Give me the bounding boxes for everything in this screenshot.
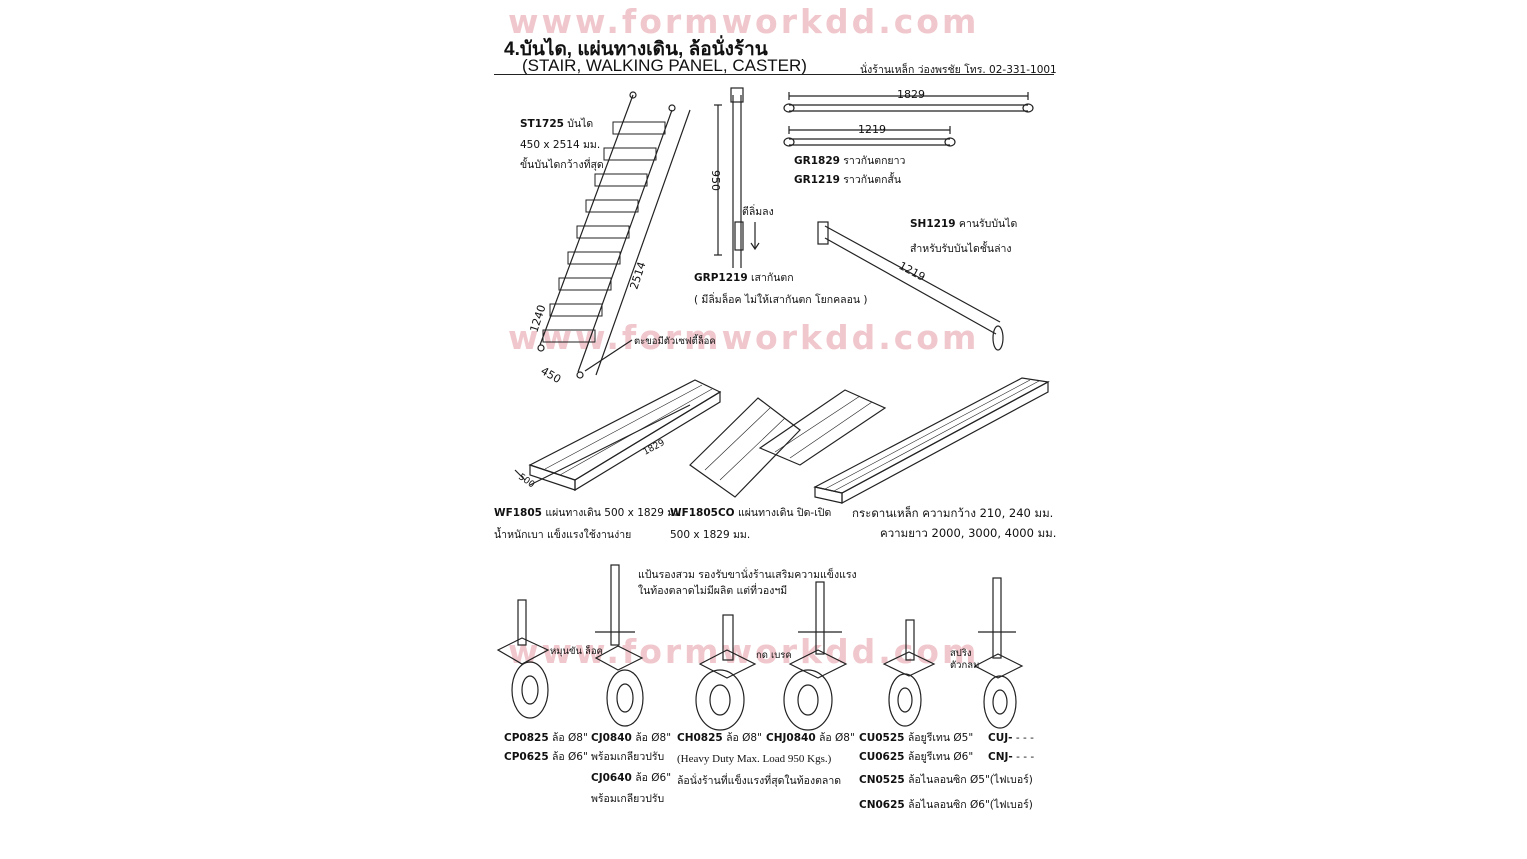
watermark-bottom: www.formworkdd.com <box>508 632 980 671</box>
caster-cj0640-desc: ล้อ Ø6" <box>635 772 672 784</box>
caster-cp0625-desc: ล้อ Ø6" <box>551 751 588 763</box>
caster-cu0625-code: CU0625 <box>859 751 905 763</box>
caster-ch0825: CH0825 ล้อ Ø8" <box>677 731 762 745</box>
caster-chj0840-desc: ล้อ Ø8" <box>818 732 855 744</box>
stair-code: ST1725 <box>520 118 564 130</box>
steel-plank-drawing <box>813 377 1050 505</box>
caster-note-line1: แป้นรองสวม รองรับขานั่งร้านเสริมความแข็ง… <box>638 569 857 581</box>
walk-panel-desc: แผ่นทางเดิน 500 x 1829 มม. <box>545 507 685 519</box>
caster-ch0825-code: CH0825 <box>677 732 723 744</box>
guardrail-long-name: ราวกันตกยาว <box>843 155 906 167</box>
stair-holder-code: SH1219 <box>910 218 956 230</box>
page-subtitle: (STAIR, WALKING PANEL, CASTER) <box>522 56 807 75</box>
walk-panel-open-drawing <box>689 389 887 498</box>
lock-callout: หมุนขัน ล็อค <box>550 646 603 657</box>
caster-cn0525-code: CN0525 <box>859 774 905 786</box>
contact-info: นั่งร้านเหล็ก ว่องพรชัย โทร. 02-331-1001 <box>860 64 1057 76</box>
stair-drawing <box>537 91 691 379</box>
walk-panel-width-dim: 500 <box>516 472 536 490</box>
stair-holder-label: SH1219 คานรับบันได <box>910 217 1017 231</box>
caster-cj0640-code: CJ0640 <box>591 772 632 784</box>
stair-note: ขั้นบันไดกว้างที่สุด <box>520 159 604 171</box>
caster-cu0525-code: CU0525 <box>859 732 905 744</box>
guardrail-long-label: GR1829 ราวกันตกยาว <box>794 154 905 168</box>
walk-panel-length-dim: 1829 <box>642 438 667 458</box>
caster-ch0825-note2: ล้อนั่งร้านที่แข็งแรงที่สุดในท้องตลาด <box>677 775 842 787</box>
caster-cp0825-code: CP0825 <box>504 732 549 744</box>
stair-label: ST1725 บันได <box>520 117 593 131</box>
walk-panel-code: WF1805 <box>494 507 542 519</box>
caster-cp0825-desc: ล้อ Ø8" <box>551 732 588 744</box>
caster-cuj-code: CUJ- <box>988 732 1013 744</box>
walk-panel-drawing <box>514 379 722 492</box>
caster-cn0525: CN0525 ล้อไนลอนซิก Ø5"(ไฟเบอร์) <box>859 773 1033 787</box>
stair-holder-name: คานรับบันได <box>958 218 1018 230</box>
post-name: เสากันตก <box>750 272 794 284</box>
caster-chj0840: CHJ0840 ล้อ Ø8" <box>766 731 855 745</box>
guardrail-drawing <box>783 92 1034 147</box>
stair-holder-drawing <box>817 221 1004 351</box>
walk-panel-co-label: WF1805CO แผ่นทางเดิน ปิด-เปิด <box>670 506 831 520</box>
caster-cuj: CUJ- - - - <box>988 731 1034 745</box>
caster-chj0840-code: CHJ0840 <box>766 732 816 744</box>
stair-size: 450 x 2514 มม. <box>520 139 601 151</box>
caster-cu0625: CU0625 ล้อยูรีเทน Ø6" <box>859 750 973 764</box>
walk-panel-label: WF1805 แผ่นทางเดิน 500 x 1829 มม. <box>494 506 684 520</box>
caster-cn0625-desc: ล้อไนลอนซิก Ø6"(ไฟเบอร์) <box>908 799 1033 811</box>
guardrail-short-label: GR1219 ราวกันตกสั้น <box>794 173 901 187</box>
post-dim: 950 <box>709 170 722 191</box>
stair-length-dim: 2514 <box>627 260 648 291</box>
caster-drawings <box>496 564 1024 731</box>
plank-length: ความยาว 2000, 3000, 4000 มม. <box>880 526 1057 540</box>
post-note: ( มีลิ่มล็อค ไม่ให้เสากันตก โยกคลอน ) <box>694 294 868 306</box>
caster-cp0625-code: CP0625 <box>504 751 549 763</box>
caster-cp0825: CP0825 ล้อ Ø8" <box>504 731 588 745</box>
stair-name: บันได <box>567 118 594 130</box>
caster-note-line2: ในท้องตลาดไม่มีผลิต แต่ที่วองฯมี <box>638 585 788 597</box>
stair-holder-note: สำหรับรับบันไดชั้นล่าง <box>910 243 1012 255</box>
guardrail-long-code: GR1829 <box>794 155 840 167</box>
caster-cj0840: CJ0840 ล้อ Ø8" <box>591 731 671 745</box>
post-wedge-note: ตีลิ่มลง <box>742 206 774 218</box>
guardrail-short-dim: 1219 <box>858 123 886 136</box>
guardrail-long-dim: 1829 <box>897 88 925 101</box>
caster-cn0525-desc: ล้อไนลอนซิก Ø5"(ไฟเบอร์) <box>908 774 1033 786</box>
caster-cnj-desc: - - - <box>1016 751 1035 763</box>
post-drawing <box>714 87 760 268</box>
page-title: 4.บันได, แผ่นทางเดิน, ล้อนั่งร้าน <box>504 39 768 60</box>
caster-cu0525: CU0525 ล้อยูรีเทน Ø5" <box>859 731 973 745</box>
caster-cu0525-desc: ล้อยูรีเทน Ø5" <box>907 732 974 744</box>
guardrail-short-name: ราวกันตกสั้น <box>843 174 902 186</box>
caster-ch0825-desc: ล้อ Ø8" <box>726 732 762 744</box>
caster-cj0640-note: พร้อมเกลียวปรับ <box>591 793 665 805</box>
post-code: GRP1219 <box>694 272 748 284</box>
caster-cu0625-desc: ล้อยูรีเทน Ø6" <box>907 751 974 763</box>
walk-panel-co-size: 500 x 1829 มม. <box>670 529 751 541</box>
caster-cuj-desc: - - - <box>1015 732 1034 744</box>
stair-width-dim: 450 <box>539 364 564 386</box>
caster-cj0840-code: CJ0840 <box>591 732 632 744</box>
caster-cn0625: CN0625 ล้อไนลอนซิก Ø6"(ไฟเบอร์) <box>859 798 1033 812</box>
caster-cn0625-code: CN0625 <box>859 799 905 811</box>
plank-width: กระดานเหล็ก ความกว้าง 210, 240 มม. <box>852 506 1054 520</box>
guardrail-short-code: GR1219 <box>794 174 840 186</box>
watermark-top: www.formworkdd.com <box>508 2 980 41</box>
stair-hook-note: ตะขอมีตัวเซฟตี้ล็อค <box>634 336 716 347</box>
walk-panel-co-desc: แผ่นทางเดิน ปิด-เปิด <box>737 507 832 519</box>
walk-panel-co-code: WF1805CO <box>670 507 735 519</box>
caster-cp0625: CP0625 ล้อ Ø6" <box>504 750 588 764</box>
caster-cj0840-desc: ล้อ Ø8" <box>635 732 672 744</box>
caster-ch0825-note1: (Heavy Duty Max. Load 950 Kgs.) <box>677 753 832 765</box>
caster-cnj-code: CNJ- <box>988 751 1013 763</box>
caster-cnj: CNJ- - - - <box>988 750 1034 764</box>
spring-callout-2: ตัวกลม <box>950 660 980 671</box>
header-divider <box>494 74 1054 75</box>
walk-panel-note: น้ำหนักเบา แข็งแรงใช้งานง่าย <box>494 529 632 541</box>
caster-cj0640: CJ0640 ล้อ Ø6" <box>591 771 671 785</box>
caster-cj0840-note: พร้อมเกลียวปรับ <box>591 751 665 763</box>
post-label: GRP1219 เสากันตก <box>694 271 794 285</box>
brake-callout: กด เบรค <box>756 650 792 661</box>
spring-callout: สปริง <box>950 648 972 659</box>
